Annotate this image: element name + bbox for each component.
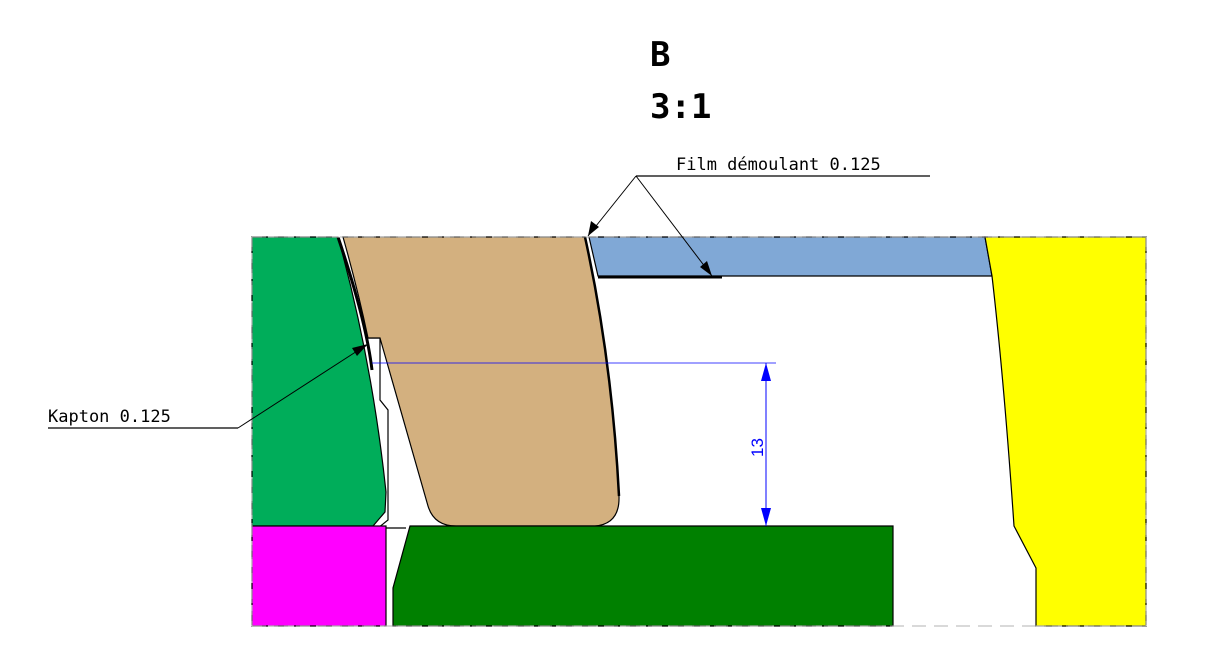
dimension-arrow-top bbox=[761, 363, 771, 381]
kapton-leader: Kapton 0.125 bbox=[48, 343, 369, 429]
magenta-block bbox=[251, 525, 387, 627]
kapton-arrow bbox=[352, 344, 368, 356]
dimension-13: 13 bbox=[372, 362, 776, 526]
yellow-right-part bbox=[984, 236, 1147, 627]
release-film-arrow-2 bbox=[700, 261, 712, 276]
kapton-film-line bbox=[336, 236, 374, 371]
dimension-value: 13 bbox=[748, 438, 767, 457]
release-film-arrow-1 bbox=[588, 221, 599, 236]
view-letter: B bbox=[650, 35, 670, 75]
release-film-label: Film démoulant 0.125 bbox=[676, 155, 881, 175]
dark-green-base bbox=[392, 525, 894, 627]
kapton-label: Kapton 0.125 bbox=[48, 407, 171, 427]
view-scale: 3:1 bbox=[650, 87, 711, 127]
frame-dashed-edges bbox=[251, 236, 1147, 627]
dimension-arrow-bottom bbox=[761, 508, 771, 526]
blue-plate bbox=[588, 236, 993, 277]
left-green-part bbox=[251, 236, 387, 527]
release-film-leader: Film démoulant 0.125 bbox=[587, 155, 930, 277]
frame-edges bbox=[251, 236, 1147, 627]
